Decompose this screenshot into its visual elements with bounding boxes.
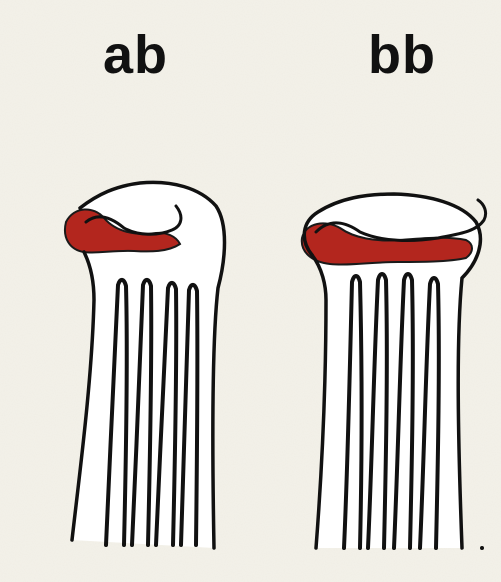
genotype-label-bb: bb <box>368 28 436 82</box>
genotype-label-ab: ab <box>103 28 168 82</box>
ink-dot <box>480 546 484 550</box>
hair-figure-bb <box>302 194 486 550</box>
hair-figure-ab <box>65 182 225 548</box>
